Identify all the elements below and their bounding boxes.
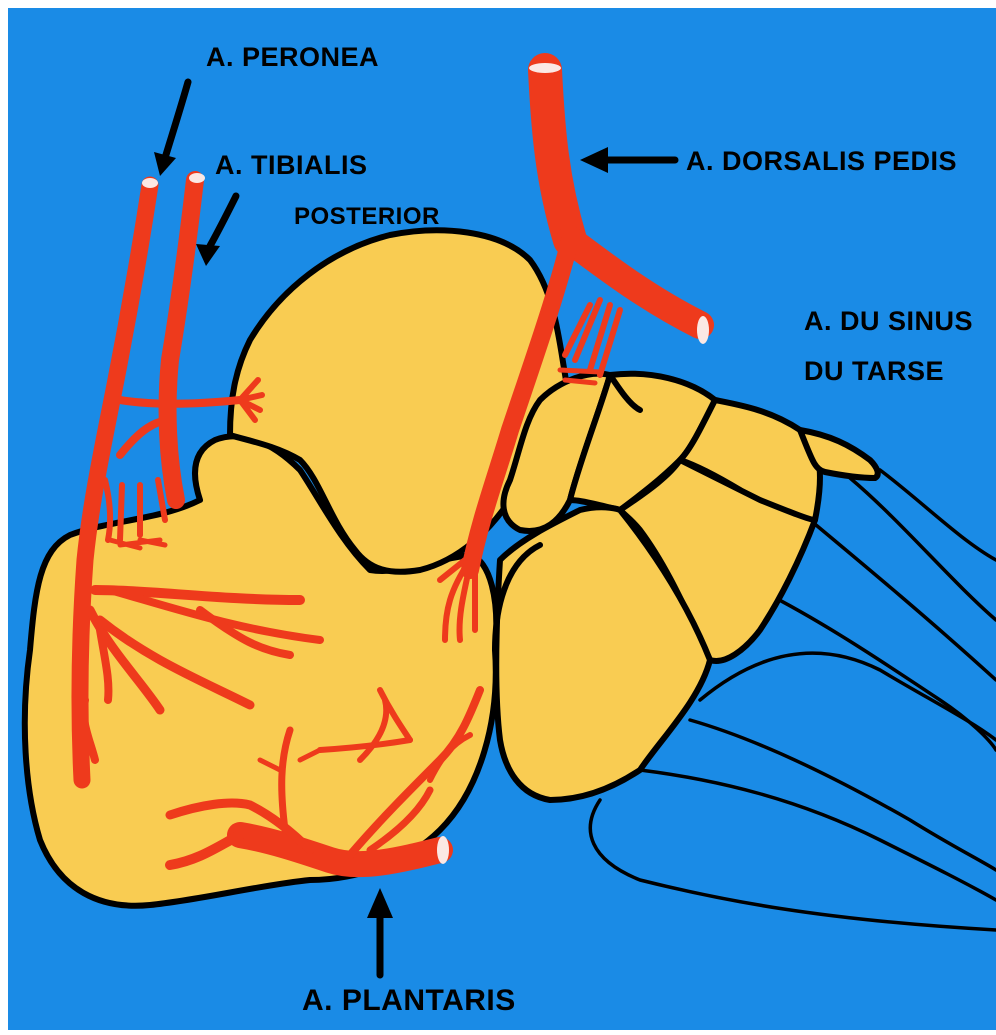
label-sinus-line1: A. DU SINUS: [804, 306, 973, 336]
label-dorsalis-pedis: A. DORSALIS PEDIS: [686, 146, 957, 176]
label-tibialis-line1: A. TIBIALIS: [215, 150, 368, 180]
label-plantaris: A. PLANTARIS: [302, 984, 516, 1017]
label-peronea: A. PERONEA: [206, 42, 379, 72]
label-tibialis-line2: POSTERIOR: [294, 203, 440, 230]
label-sinus-line2: DU TARSE: [804, 356, 944, 386]
